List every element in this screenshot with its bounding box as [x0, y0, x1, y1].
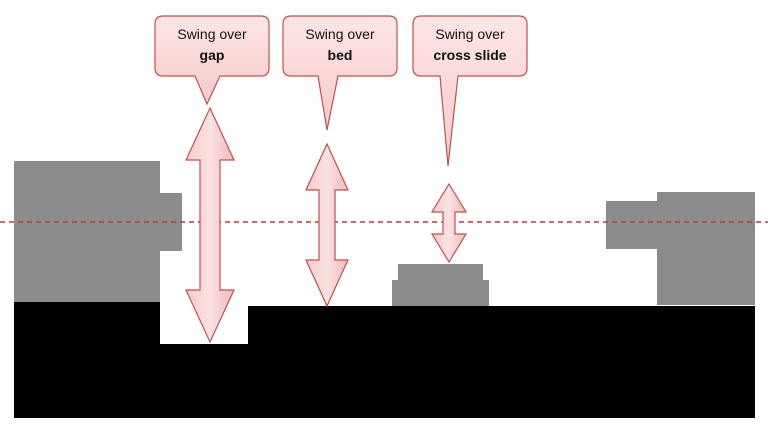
- swing-over-gap-arrow: [185, 106, 235, 344]
- callout-cross-slide: Swing over cross slide: [412, 15, 528, 167]
- tailstock: [657, 192, 755, 305]
- headstock: [14, 161, 160, 302]
- callout-bed-line1: Swing over: [305, 26, 375, 42]
- tailstock-quill: [606, 201, 657, 249]
- callout-cross-slide-line1: Swing over: [435, 26, 505, 42]
- cross-slide-top: [398, 264, 483, 281]
- swing-over-cross-slide-arrow: [430, 182, 468, 264]
- callout-gap: Swing over gap: [154, 15, 270, 106]
- lathe-bed: [14, 302, 755, 418]
- callout-gap-line2: gap: [200, 47, 225, 63]
- callout-gap-line1: Swing over: [177, 26, 247, 42]
- swing-over-bed-arrow: [305, 142, 349, 308]
- callout-bed: Swing over bed: [282, 15, 398, 131]
- callout-bed-line2: bed: [328, 47, 353, 63]
- callout-cross-slide-line2: cross slide: [433, 47, 506, 63]
- cross-slide-base: [392, 280, 489, 308]
